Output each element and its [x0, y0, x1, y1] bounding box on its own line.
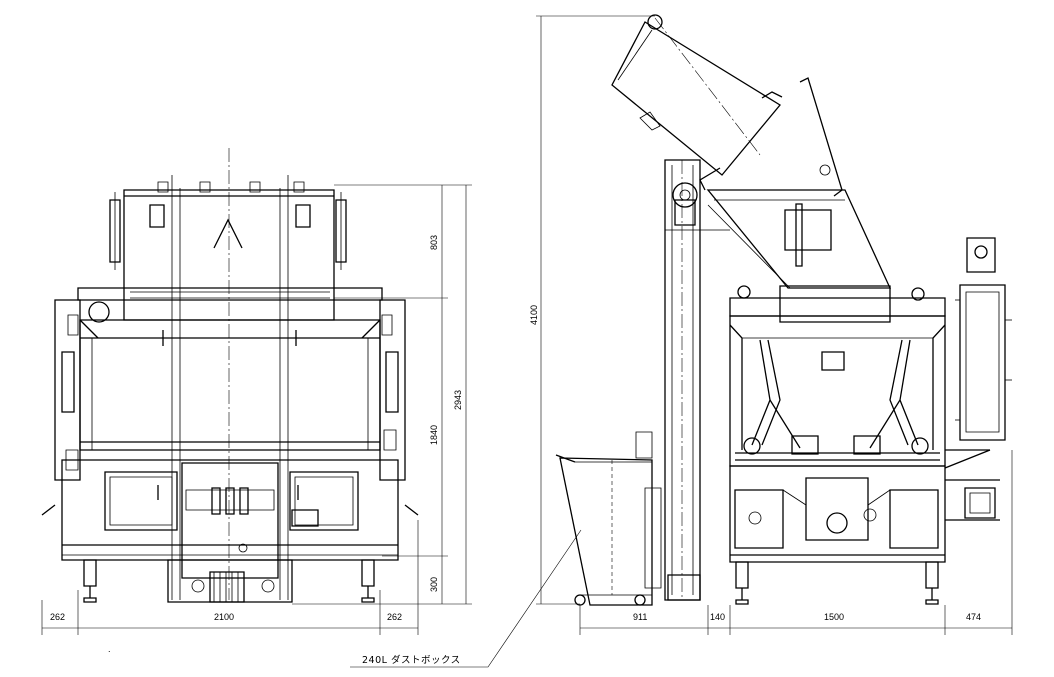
dim-width-left: 262 — [50, 612, 65, 622]
side-legs — [736, 562, 938, 604]
side-tipping-bucket — [612, 15, 782, 190]
dim-width-gap: 140 — [710, 612, 725, 622]
dim-height-overall: 4100 — [529, 305, 539, 325]
dim-height-bottom: 300 — [429, 577, 439, 592]
front-hopper-cylinders — [110, 192, 346, 270]
side-control-panel — [945, 238, 1012, 520]
dim-height-middle: 1840 — [429, 425, 439, 445]
side-lower-body — [730, 466, 945, 562]
side-elevator — [665, 160, 730, 600]
front-view: 262 2100 262 803 1840 2943 300 — [42, 148, 472, 635]
side-linkage — [744, 340, 928, 454]
side-view: 4100 — [529, 15, 1012, 635]
front-dimensions: 262 2100 262 803 1840 2943 300 — [42, 185, 472, 635]
dim-width-right: 262 — [387, 612, 402, 622]
dim-width-bin: 911 — [633, 612, 647, 622]
dim-width-main: 2100 — [214, 612, 234, 622]
callout-label: 240L ダストボックス — [362, 654, 461, 666]
dust-box-callout: 240L ダストボックス — [350, 530, 581, 667]
dim-height-total: 2943 — [453, 390, 463, 410]
side-machine-hopper — [708, 190, 890, 288]
dim-height-top: 803 — [429, 235, 439, 250]
side-lid-arm — [800, 78, 842, 196]
side-dust-box — [556, 432, 661, 605]
front-legs — [42, 505, 418, 602]
marker-dot: . — [108, 644, 111, 654]
dim-width-body: 1500 — [824, 612, 844, 622]
side-dimensions: 911 140 1500 474 — [580, 450, 1012, 635]
front-base — [168, 560, 292, 602]
side-machine-body — [730, 286, 945, 466]
front-main-body — [55, 288, 405, 480]
side-height-dimension: 4100 — [529, 16, 655, 604]
dim-width-panel: 474 — [966, 612, 981, 622]
